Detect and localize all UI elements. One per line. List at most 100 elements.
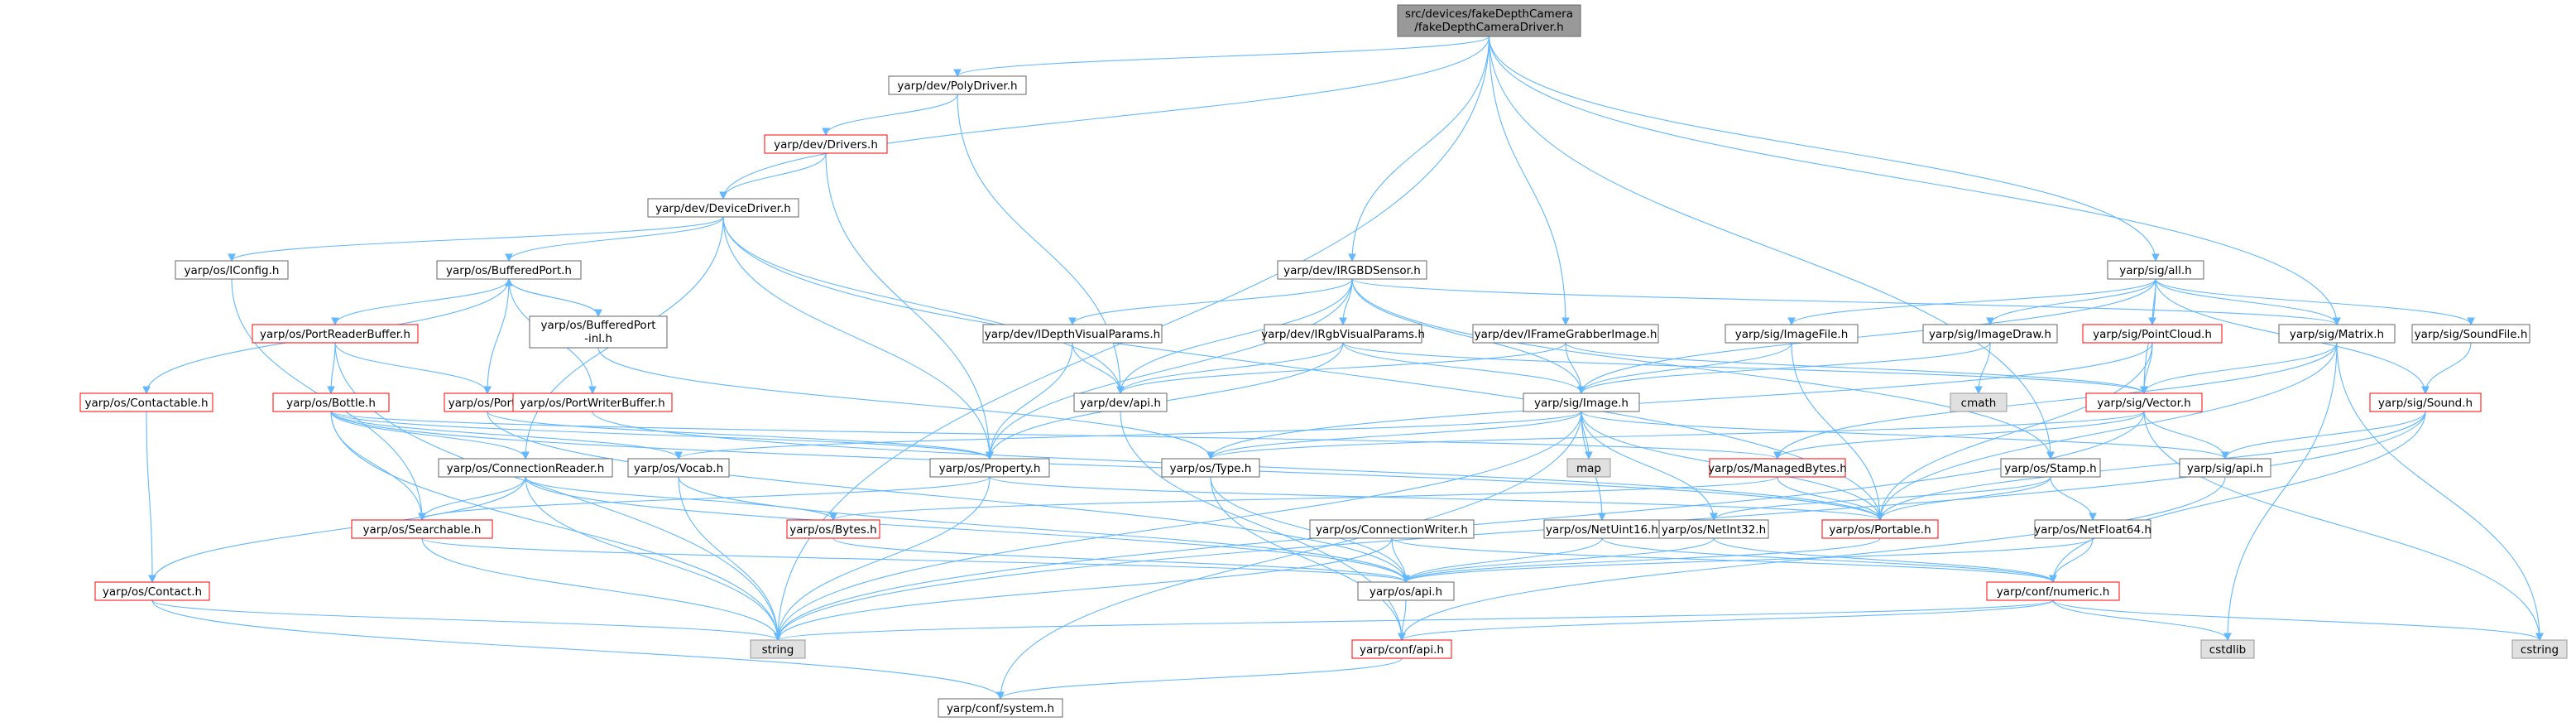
node-box xyxy=(1277,260,1427,280)
node-devicedriver[interactable]: yarp/dev/DeviceDriver.h xyxy=(647,198,799,218)
node-label: yarp/os/Vocab.h xyxy=(634,462,723,475)
node-label: yarp/dev/IRgbVisualParams.h xyxy=(1261,328,1425,341)
edge-vector-to-type xyxy=(1206,411,2145,460)
node-label: yarp/sig/ImageDraw.h xyxy=(1929,328,2051,341)
edge-devicedriver-to-iconfig xyxy=(228,216,724,262)
node-sound[interactable]: yarp/sig/Sound.h xyxy=(2369,392,2482,412)
node-vocab[interactable]: yarp/os/Vocab.h xyxy=(627,458,730,478)
node-portwriterbuffer[interactable]: yarp/os/PortWriterBuffer.h xyxy=(512,392,673,412)
node-box xyxy=(647,198,799,218)
node-map[interactable]: map xyxy=(1566,458,1611,478)
node-sigall[interactable]: yarp/sig/all.h xyxy=(2107,260,2204,280)
node-label: yarp/dev/IDepthVisualParams.h xyxy=(985,328,1160,341)
node-cstdlib[interactable]: cstdlib xyxy=(2200,639,2255,659)
node-port[interactable]: yarp/os/Port.h xyxy=(444,392,531,412)
node-label: yarp/os/NetFloat64.h xyxy=(2034,523,2151,537)
node-confapi[interactable]: yarp/conf/api.h xyxy=(1351,639,1452,659)
node-portreaderbuffer[interactable]: yarp/os/PortReaderBuffer.h xyxy=(252,324,419,344)
node-label: /fakeDepthCameraDriver.h xyxy=(1414,21,1563,34)
node-box xyxy=(1351,639,1452,659)
node-root[interactable]: src/devices/fakeDepthCamera/fakeDepthCam… xyxy=(1397,4,1581,37)
node-box xyxy=(351,519,493,539)
node-netuint16[interactable]: yarp/os/NetUint16.h xyxy=(1543,519,1661,539)
node-label: yarp/dev/IFrameGrabberImage.h xyxy=(1475,328,1657,341)
node-netfloat64[interactable]: yarp/os/NetFloat64.h xyxy=(2034,519,2151,539)
node-box xyxy=(252,324,419,344)
node-box xyxy=(2200,639,2255,659)
node-box xyxy=(982,324,1163,344)
node-sigapi[interactable]: yarp/sig/api.h xyxy=(2179,458,2271,478)
edge-sigall-to-matrix xyxy=(2155,278,2341,326)
node-label: yarp/sig/Vector.h xyxy=(2097,397,2190,410)
edge-sigall-to-soundfile xyxy=(2155,278,2475,326)
node-label: yarp/conf/api.h xyxy=(1360,643,1444,657)
node-box xyxy=(888,75,1027,95)
edge-root-to-irgbdsensor xyxy=(1348,36,1490,262)
node-devapi[interactable]: yarp/dev/api.h xyxy=(1073,392,1168,412)
node-stamp[interactable]: yarp/os/Stamp.h xyxy=(2000,458,2101,478)
edge-confnumeric-to-cstdlib xyxy=(2052,599,2232,642)
node-confsystem[interactable]: yarp/conf/system.h xyxy=(938,698,1063,718)
node-label: yarp/sig/Sound.h xyxy=(2378,397,2473,410)
node-box xyxy=(2411,324,2530,344)
node-managedbytes[interactable]: yarp/os/ManagedBytes.h xyxy=(1708,458,1847,478)
node-box xyxy=(1566,458,1611,478)
edge-matrix-to-vector xyxy=(2140,342,2338,395)
node-image[interactable]: yarp/sig/Image.h xyxy=(1523,392,1640,412)
node-box xyxy=(2278,324,2396,344)
node-iconfig[interactable]: yarp/os/IConfig.h xyxy=(175,260,289,280)
node-contact[interactable]: yarp/os/Contact.h xyxy=(94,581,210,601)
node-imagefile[interactable]: yarp/sig/ImageFile.h xyxy=(1725,324,1859,344)
edge-soundfile-to-sound xyxy=(2421,342,2472,395)
node-bufferedportinl[interactable]: yarp/os/BufferedPort-inl.h xyxy=(529,315,668,349)
node-box xyxy=(764,134,888,154)
node-polydriver[interactable]: yarp/dev/PolyDriver.h xyxy=(888,75,1027,95)
node-netint32[interactable]: yarp/os/NetInt32.h xyxy=(1658,519,1769,539)
node-contactable[interactable]: yarp/os/Contactable.h xyxy=(79,392,213,412)
node-property[interactable]: yarp/os/Property.h xyxy=(929,458,1050,478)
node-iframegrabber[interactable]: yarp/dev/IFrameGrabberImage.h xyxy=(1472,324,1659,344)
node-bottle[interactable]: yarp/os/Bottle.h xyxy=(272,392,390,412)
node-imagedraw[interactable]: yarp/sig/ImageDraw.h xyxy=(1922,324,2058,344)
node-label: yarp/os/ConnectionReader.h xyxy=(447,462,605,475)
edge-confnumeric-to-confapi xyxy=(1398,599,2054,642)
node-label: yarp/os/Bytes.h xyxy=(789,523,877,537)
node-irgbdsensor[interactable]: yarp/dev/IRGBDSensor.h xyxy=(1277,260,1427,280)
node-box xyxy=(175,260,289,280)
node-type[interactable]: yarp/os/Type.h xyxy=(1161,458,1260,478)
edge-drivers-to-devicedriver xyxy=(719,152,827,200)
node-vector[interactable]: yarp/sig/Vector.h xyxy=(2085,392,2203,412)
node-box xyxy=(1922,324,2058,344)
node-connectionwriter[interactable]: yarp/os/ConnectionWriter.h xyxy=(1309,519,1475,539)
node-bytes[interactable]: yarp/os/Bytes.h xyxy=(786,519,880,539)
node-confnumeric[interactable]: yarp/conf/numeric.h xyxy=(1986,581,2120,601)
node-string[interactable]: string xyxy=(750,639,806,659)
node-soundfile[interactable]: yarp/sig/SoundFile.h xyxy=(2411,324,2530,344)
node-bufferedport[interactable]: yarp/os/BufferedPort.h xyxy=(436,260,582,280)
node-drivers[interactable]: yarp/dev/Drivers.h xyxy=(764,134,888,154)
node-searchable[interactable]: yarp/os/Searchable.h xyxy=(351,519,493,539)
node-connectionreader[interactable]: yarp/os/ConnectionReader.h xyxy=(438,458,613,478)
node-pointcloud[interactable]: yarp/sig/PointCloud.h xyxy=(2082,324,2223,344)
edge-imagedraw-to-image xyxy=(1577,342,1991,395)
edge-sigall-to-imagedraw xyxy=(1986,278,2156,326)
node-cstring[interactable]: cstring xyxy=(2511,639,2568,659)
node-box xyxy=(1821,519,1939,539)
edge-imagedraw-to-cmath xyxy=(1974,342,1991,395)
node-label: yarp/sig/SoundFile.h xyxy=(2415,328,2528,341)
node-irgbvisual[interactable]: yarp/dev/IRgbVisualParams.h xyxy=(1261,324,1425,344)
node-cmath[interactable]: cmath xyxy=(1950,392,2008,412)
edge-bottle-to-connectionreader xyxy=(330,411,530,460)
node-matrix[interactable]: yarp/sig/Matrix.h xyxy=(2278,324,2396,344)
node-box xyxy=(2034,519,2151,539)
node-label: yarp/os/BufferedPort xyxy=(540,319,655,332)
node-portable[interactable]: yarp/os/Portable.h xyxy=(1821,519,1939,539)
node-label: yarp/dev/IRGBDSensor.h xyxy=(1283,264,1421,277)
node-box xyxy=(529,315,668,349)
node-idepthvisual[interactable]: yarp/dev/IDepthVisualParams.h xyxy=(982,324,1163,344)
node-box xyxy=(2082,324,2223,344)
node-box xyxy=(2511,639,2568,659)
edge-property-to-searchable xyxy=(418,476,991,522)
node-osapi[interactable]: yarp/os/api.h xyxy=(1357,581,1455,601)
node-box xyxy=(1472,324,1659,344)
